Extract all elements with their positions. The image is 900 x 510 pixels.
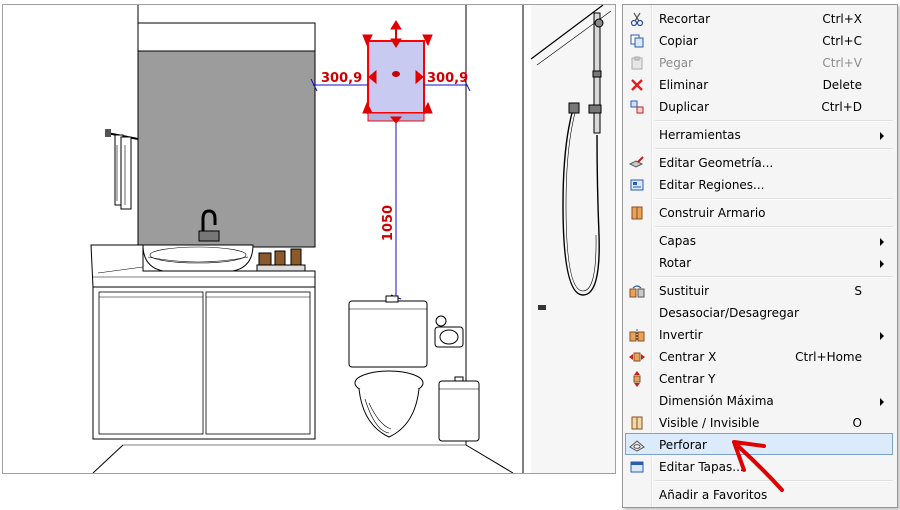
menu-item-shortcut: Ctrl+Home (795, 350, 862, 364)
dimension-right-label[interactable]: 300,9 (427, 71, 468, 86)
menu-item-capas[interactable]: Capas (625, 229, 893, 251)
menu-item-desasociar[interactable]: Desasociar/Desagregar (625, 301, 893, 323)
menu-item-label: Pegar (659, 56, 694, 70)
sink-basin[interactable] (142, 244, 254, 272)
scissors-icon (628, 10, 646, 28)
visibility-icon (628, 414, 646, 432)
edit-geometry-icon (628, 154, 646, 172)
menu-item-label: Dimensión Máxima (659, 394, 774, 408)
context-menu: Recortar Ctrl+X Copiar Ctrl+C Pegar Ctrl… (622, 4, 898, 508)
duplicate-icon (628, 98, 646, 116)
menu-item-perforar[interactable]: Perforar (625, 433, 893, 455)
menu-item-shortcut: Delete (822, 78, 862, 92)
menu-item-editar-tapas[interactable]: Editar Tapas... (625, 455, 893, 477)
menu-item-editar-regiones[interactable]: Editar Regiones... (625, 173, 893, 195)
replace-icon (628, 282, 646, 300)
menu-separator (655, 198, 893, 200)
menu-item-eliminar[interactable]: Eliminar Delete (625, 73, 893, 95)
toilet[interactable] (348, 295, 428, 438)
vanity-cabinet[interactable] (92, 286, 316, 440)
center-x-icon (628, 348, 646, 366)
menu-item-label: Copiar (659, 34, 698, 48)
invert-icon (628, 326, 646, 344)
submenu-arrow-icon (880, 238, 884, 246)
menu-item-invertir[interactable]: Invertir (625, 323, 893, 345)
menu-item-label: Centrar X (659, 350, 717, 364)
menu-separator (655, 276, 893, 278)
menu-item-rotar[interactable]: Rotar (625, 251, 893, 273)
menu-item-label: Editar Geometría... (659, 156, 774, 170)
menu-item-label: Centrar Y (659, 372, 716, 386)
waste-bin[interactable] (438, 376, 480, 442)
menu-item-centrar-x[interactable]: Centrar X Ctrl+Home (625, 345, 893, 367)
towel-rail[interactable] (105, 129, 139, 210)
menu-item-label: Construir Armario (659, 206, 766, 220)
menu-item-shortcut: Ctrl+X (822, 12, 862, 26)
menu-item-label: Herramientas (659, 128, 741, 142)
menu-item-editar-geometria[interactable]: Editar Geometría... (625, 151, 893, 173)
submenu-arrow-icon (880, 398, 884, 406)
menu-separator (655, 148, 893, 150)
menu-item-label: Editar Tapas... (659, 460, 744, 474)
menu-item-label: Rotar (659, 256, 692, 270)
bathroom-elevation-drawing: 300,9 300,9 1050 (90, 5, 615, 473)
menu-item-anadir-favoritos[interactable]: Añadir a Favoritos (625, 483, 893, 505)
paste-icon (628, 54, 646, 72)
toilet-paper-holder[interactable] (434, 315, 464, 348)
submenu-arrow-icon (880, 260, 884, 268)
perforate-icon (628, 436, 646, 454)
menu-item-label: Capas (659, 234, 696, 248)
edit-regions-icon (628, 176, 646, 194)
menu-item-recortar[interactable]: Recortar Ctrl+X (625, 7, 893, 29)
menu-item-shortcut: Ctrl+V (822, 56, 862, 70)
menu-item-label: Visible / Invisible (659, 416, 760, 430)
menu-item-construir-armario[interactable]: Construir Armario (625, 201, 893, 223)
menu-item-pegar[interactable]: Pegar Ctrl+V (625, 51, 893, 73)
selected-wall-object[interactable] (367, 40, 425, 122)
dimension-left-label[interactable]: 300,9 (321, 71, 362, 86)
menu-item-visible-invisible[interactable]: Visible / Invisible O (625, 411, 893, 433)
shower-set[interactable] (530, 5, 615, 473)
menu-separator (655, 480, 893, 482)
edit-caps-icon (628, 458, 646, 476)
menu-item-herramientas[interactable]: Herramientas (625, 123, 893, 145)
menu-item-sustituir[interactable]: Sustituir S (625, 279, 893, 301)
design-viewport[interactable]: 300,9 300,9 1050 (2, 4, 616, 474)
menu-item-label: Eliminar (659, 78, 709, 92)
menu-item-label: Editar Regiones... (659, 178, 765, 192)
menu-item-label: Duplicar (659, 100, 710, 114)
menu-item-shortcut: S (854, 284, 862, 298)
menu-item-copiar[interactable]: Copiar Ctrl+C (625, 29, 893, 51)
menu-item-label: Desasociar/Desagregar (659, 306, 799, 320)
menu-item-shortcut: O (852, 416, 862, 430)
center-y-icon (628, 370, 646, 388)
menu-item-label: Añadir a Favoritos (659, 488, 768, 502)
delete-icon (628, 76, 646, 94)
menu-item-label: Invertir (659, 328, 703, 342)
dimension-lines (310, 78, 471, 300)
copy-icon (628, 32, 646, 50)
wall-panel[interactable] (137, 22, 316, 248)
menu-item-shortcut: Ctrl+D (821, 100, 862, 114)
menu-item-duplicar[interactable]: Duplicar Ctrl+D (625, 95, 893, 117)
menu-item-centrar-y[interactable]: Centrar Y (625, 367, 893, 389)
resize-handles[interactable] (362, 20, 433, 124)
submenu-arrow-icon (880, 132, 884, 140)
submenu-arrow-icon (880, 332, 884, 340)
menu-item-dimension-maxima[interactable]: Dimensión Máxima (625, 389, 893, 411)
toiletry-accessories[interactable] (256, 248, 306, 272)
dimension-height-label[interactable]: 1050 (381, 205, 396, 241)
menu-separator (655, 120, 893, 122)
menu-item-label: Perforar (659, 438, 707, 452)
menu-item-shortcut: Ctrl+C (822, 34, 862, 48)
menu-separator (655, 226, 893, 228)
menu-item-label: Recortar (659, 12, 711, 26)
menu-item-label: Sustituir (659, 284, 710, 298)
build-cabinet-icon (628, 204, 646, 222)
faucet[interactable] (198, 209, 220, 242)
